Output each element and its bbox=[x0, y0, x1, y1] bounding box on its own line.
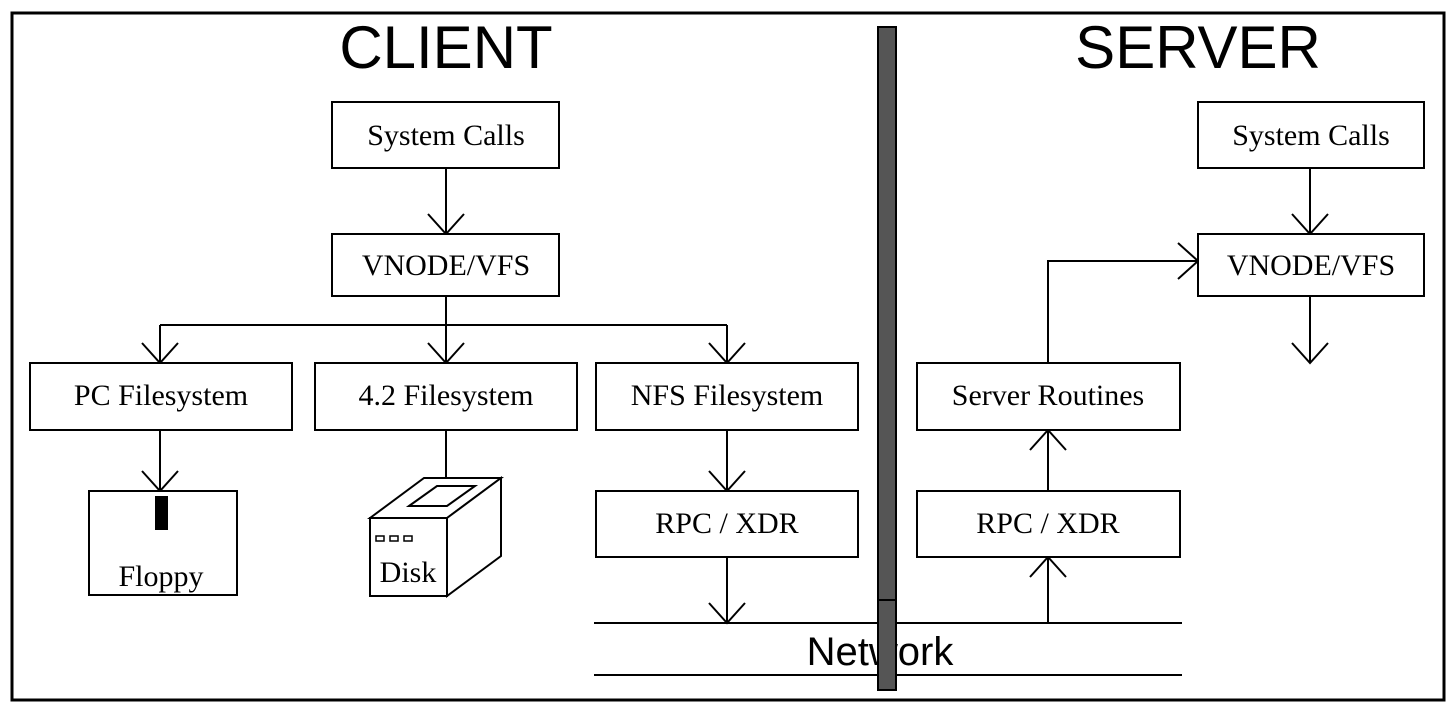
client-rpc-xdr-label: RPC / XDR bbox=[655, 507, 798, 540]
outer-frame bbox=[10, 11, 1446, 702]
fs42-filesystem-label: 4.2 Filesystem bbox=[358, 379, 533, 412]
routines-to-server-vnode-line bbox=[1047, 260, 1198, 363]
client-rpc-xdr-box: RPC / XDR bbox=[595, 490, 859, 558]
client-vnode-vfs-label: VNODE/VFS bbox=[362, 249, 530, 282]
pc-filesystem-label: PC Filesystem bbox=[74, 379, 248, 412]
client-server-divider-overlay bbox=[877, 599, 897, 691]
disk-indicator-3 bbox=[403, 535, 413, 542]
server-routines-label: Server Routines bbox=[952, 379, 1144, 412]
server-routines-box: Server Routines bbox=[916, 362, 1181, 431]
floppy-slot-icon bbox=[155, 496, 168, 530]
disk-label: Disk bbox=[380, 556, 437, 589]
server-rpc-xdr-box: RPC / XDR bbox=[916, 490, 1181, 558]
nfs-filesystem-label: NFS Filesystem bbox=[631, 379, 824, 412]
server-vnode-vfs-label: VNODE/VFS bbox=[1227, 249, 1395, 282]
server-rpc-xdr-label: RPC / XDR bbox=[976, 507, 1119, 540]
disk-icon: Disk bbox=[366, 476, 505, 598]
nfs-filesystem-box: NFS Filesystem bbox=[595, 362, 859, 431]
server-system-calls-box: System Calls bbox=[1197, 101, 1425, 169]
disk-top-opening bbox=[405, 485, 479, 507]
server-vnode-down-arrowhead bbox=[1291, 342, 1329, 365]
server-system-calls-label: System Calls bbox=[1232, 119, 1390, 152]
client-server-divider bbox=[877, 26, 897, 691]
fs42-filesystem-box: 4.2 Filesystem bbox=[314, 362, 578, 431]
client-system-calls-box: System Calls bbox=[331, 101, 560, 169]
server-title: SERVER bbox=[1075, 14, 1321, 81]
server-vnode-vfs-box: VNODE/VFS bbox=[1197, 233, 1425, 297]
disk-indicator-1 bbox=[375, 535, 385, 542]
client-system-calls-label: System Calls bbox=[367, 119, 525, 152]
floppy-device: Floppy bbox=[88, 490, 238, 596]
disk-indicator-2 bbox=[389, 535, 399, 542]
floppy-label: Floppy bbox=[118, 560, 203, 593]
client-vnode-vfs-box: VNODE/VFS bbox=[331, 233, 560, 297]
pc-filesystem-box: PC Filesystem bbox=[29, 362, 293, 431]
client-title: CLIENT bbox=[339, 14, 552, 81]
